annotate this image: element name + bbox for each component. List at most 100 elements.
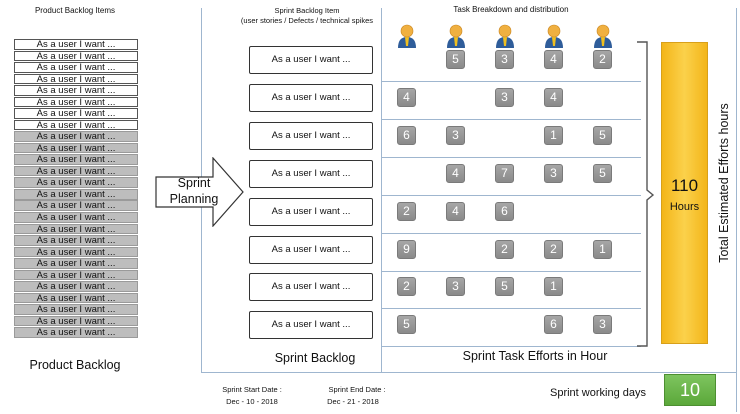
sprint-backlog-title-line2: (user stories / Defects / technical spik… bbox=[240, 16, 374, 25]
task-effort-tile: 2 bbox=[593, 50, 612, 69]
product-backlog-item: As a user I want ... bbox=[14, 269, 138, 281]
task-row-divider bbox=[381, 308, 641, 309]
product-backlog-item: As a user I want ... bbox=[14, 188, 138, 200]
product-backlog-item: As a user I want ... bbox=[14, 119, 138, 131]
product-backlog-item: As a user I want ... bbox=[14, 165, 138, 177]
product-backlog-item: As a user I want ... bbox=[14, 96, 138, 108]
task-effort-tile: 5 bbox=[495, 277, 514, 296]
task-effort-tile: 6 bbox=[544, 315, 563, 334]
team-member-icon bbox=[496, 24, 514, 48]
sprint-backlog-title: Sprint Backlog Item (user stories / Defe… bbox=[232, 6, 382, 26]
product-backlog-item: As a user I want ... bbox=[14, 246, 138, 258]
bottom-divider bbox=[201, 372, 736, 373]
sprint-backlog-item: As a user I want ... bbox=[249, 198, 373, 226]
task-effort-tile: 2 bbox=[397, 277, 416, 296]
task-effort-tile: 5 bbox=[593, 126, 612, 145]
task-breakdown-title: Task Breakdown and distribution bbox=[453, 5, 569, 14]
sprint-working-days-value: 10 bbox=[664, 374, 716, 406]
section-divider-middle bbox=[381, 8, 382, 372]
task-effort-tile: 5 bbox=[593, 164, 612, 183]
product-backlog-item: As a user I want ... bbox=[14, 142, 138, 154]
task-effort-tile: 4 bbox=[397, 88, 416, 107]
team-member-icon bbox=[447, 24, 465, 48]
product-backlog-item: As a user I want ... bbox=[14, 108, 138, 119]
task-effort-tile: 6 bbox=[397, 126, 416, 145]
product-backlog-item: As a user I want ... bbox=[14, 281, 138, 292]
sprint-backlog-item: As a user I want ... bbox=[249, 160, 373, 188]
product-backlog-list: As a user I want ...As a user I want ...… bbox=[14, 39, 138, 339]
task-row-divider bbox=[381, 271, 641, 272]
product-backlog-item: As a user I want ... bbox=[14, 315, 138, 327]
sprint-backlog-footer: Sprint Backlog bbox=[274, 351, 356, 365]
section-divider-right bbox=[736, 8, 737, 412]
sprint-backlog-item: As a user I want ... bbox=[249, 46, 373, 74]
product-backlog-item: As a user I want ... bbox=[14, 223, 138, 235]
task-row-divider bbox=[381, 81, 641, 82]
sprint-start-label: Sprint Start Date : bbox=[222, 385, 282, 394]
task-row-divider bbox=[381, 157, 641, 158]
product-backlog-item: As a user I want ... bbox=[14, 62, 138, 73]
task-effort-tile: 3 bbox=[544, 164, 563, 183]
product-backlog-footer: Product Backlog bbox=[29, 358, 121, 372]
task-effort-tile: 4 bbox=[544, 88, 563, 107]
product-backlog-item: As a user I want ... bbox=[14, 258, 138, 269]
task-effort-tile: 4 bbox=[446, 202, 465, 221]
sprint-backlog-item: As a user I want ... bbox=[249, 236, 373, 264]
task-effort-tile: 4 bbox=[544, 50, 563, 69]
product-backlog-item: As a user I want ... bbox=[14, 327, 138, 338]
task-effort-tile: 2 bbox=[544, 240, 563, 259]
sprint-backlog-item: As a user I want ... bbox=[249, 84, 373, 112]
product-backlog-item: As a user I want ... bbox=[14, 85, 138, 96]
product-backlog-item: As a user I want ... bbox=[14, 211, 138, 223]
task-effort-tile: 2 bbox=[495, 240, 514, 259]
sprint-backlog-item: As a user I want ... bbox=[249, 311, 373, 339]
sprint-backlog-title-line1: Sprint Backlog Item bbox=[274, 6, 340, 15]
product-backlog-item: As a user I want ... bbox=[14, 131, 138, 142]
task-effort-tile: 5 bbox=[446, 50, 465, 69]
task-effort-tile: 2 bbox=[397, 202, 416, 221]
sprint-backlog-item: As a user I want ... bbox=[249, 122, 373, 150]
sprint-start-date: Dec - 10 - 2018 bbox=[226, 397, 278, 406]
product-backlog-title: Product Backlog Items bbox=[34, 6, 116, 15]
task-effort-tile: 3 bbox=[593, 315, 612, 334]
task-row-divider bbox=[381, 119, 641, 120]
team-member-icon bbox=[398, 24, 416, 48]
task-row-divider bbox=[381, 346, 641, 347]
sprint-end-label: Sprint End Date : bbox=[328, 385, 386, 394]
task-effort-tile: 3 bbox=[495, 50, 514, 69]
arrow-label-line1: Sprint bbox=[177, 176, 211, 190]
task-effort-tile: 4 bbox=[446, 164, 465, 183]
task-effort-tile: 1 bbox=[544, 277, 563, 296]
task-effort-tile: 9 bbox=[397, 240, 416, 259]
product-backlog-item: As a user I want ... bbox=[14, 177, 138, 189]
sprint-end-date: Dec - 21 - 2018 bbox=[327, 397, 379, 406]
sprint-backlog-item: As a user I want ... bbox=[249, 273, 373, 301]
product-backlog-item: As a user I want ... bbox=[14, 235, 138, 246]
task-effort-tile: 7 bbox=[495, 164, 514, 183]
team-member-icon bbox=[545, 24, 563, 48]
task-efforts-footer: Sprint Task Efforts in Hour bbox=[462, 349, 608, 363]
product-backlog-item: As a user I want ... bbox=[14, 292, 138, 304]
total-efforts-label: Total Estimated Efforts hours bbox=[717, 103, 731, 263]
sprint-planning-arrow bbox=[155, 157, 244, 227]
arrow-label-line2: Planning bbox=[169, 192, 219, 206]
task-effort-tile: 3 bbox=[446, 277, 465, 296]
sprint-working-days-label: Sprint working days bbox=[550, 387, 646, 399]
product-backlog-item: As a user I want ... bbox=[14, 39, 138, 50]
total-bracket bbox=[637, 41, 655, 347]
task-effort-tile: 3 bbox=[446, 126, 465, 145]
task-effort-tile: 1 bbox=[544, 126, 563, 145]
task-effort-tile: 6 bbox=[495, 202, 514, 221]
task-effort-tile: 5 bbox=[397, 315, 416, 334]
task-effort-tile: 3 bbox=[495, 88, 514, 107]
task-row-divider bbox=[381, 195, 641, 196]
product-backlog-item: As a user I want ... bbox=[14, 154, 138, 165]
total-efforts-value: 110 bbox=[670, 176, 699, 195]
sprint-planning-label: Sprint Planning bbox=[160, 175, 228, 207]
team-member-icon bbox=[594, 24, 612, 48]
product-backlog-item: As a user I want ... bbox=[14, 50, 138, 62]
product-backlog-item: As a user I want ... bbox=[14, 304, 138, 315]
product-backlog-item: As a user I want ... bbox=[14, 73, 138, 85]
total-efforts-unit: Hours bbox=[669, 201, 700, 213]
task-effort-tile: 1 bbox=[593, 240, 612, 259]
